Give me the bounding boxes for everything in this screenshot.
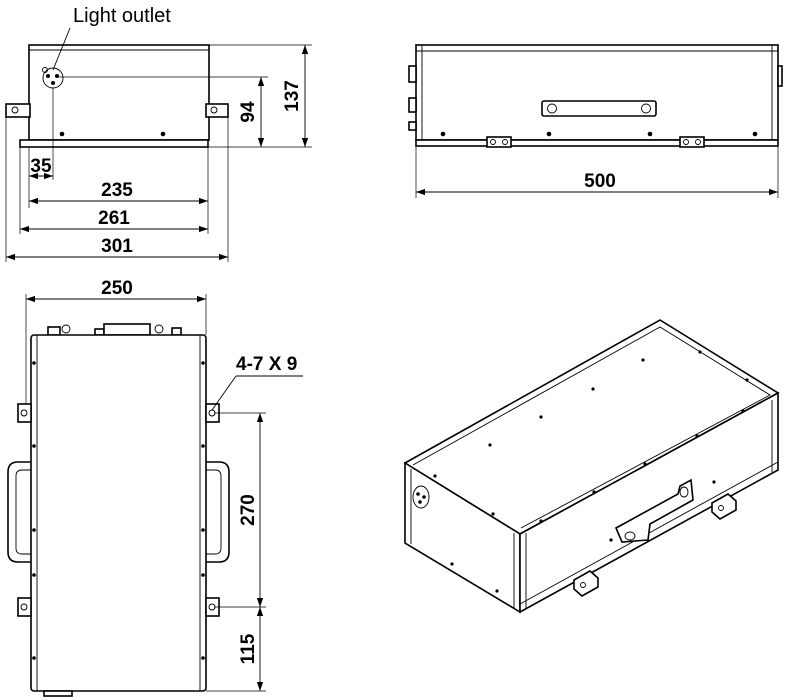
iso-foot [711, 493, 737, 520]
side-view-connector [408, 65, 417, 83]
side-view-connector [408, 97, 417, 113]
iso-light-outlet-icon [412, 485, 430, 509]
iso-foot [573, 570, 599, 597]
top-view-screws [32, 361, 205, 660]
outlet-center-mark [42, 67, 48, 73]
top-view-mount-foot [17, 403, 32, 423]
top-view-body [30, 334, 207, 692]
front-view-base-plate [19, 139, 209, 148]
front-view: Light outlet 137 94 35 235 261 301 [5, 5, 312, 262]
side-view-connector [408, 121, 417, 131]
front-view-right-foot [205, 103, 229, 118]
side-view-foot [486, 136, 512, 148]
dim-250-label: 250 [101, 278, 133, 299]
front-view-left-foot [5, 103, 31, 118]
dim-235-label: 235 [101, 180, 133, 201]
side-view: 500 [408, 44, 783, 198]
dim-137-label: 137 [282, 80, 303, 112]
dim-261-label: 261 [98, 208, 130, 229]
iso-top-screws [433, 350, 749, 593]
iso-side-face [519, 391, 779, 614]
mount-holes-leader [211, 375, 237, 411]
light-outlet-leader [52, 27, 71, 71]
iso-handle [614, 478, 694, 543]
front-view-screw [59, 131, 65, 137]
dim-94-label: 94 [238, 101, 259, 123]
top-view: 250 4-7 X 9 270 115 [7, 278, 303, 697]
light-outlet-label: Light outlet [73, 5, 171, 27]
dim-35-label: 35 [30, 156, 52, 177]
dim-500-label: 500 [584, 171, 616, 192]
side-view-handle [541, 100, 657, 117]
front-view-body [28, 44, 210, 141]
side-view-foot [679, 136, 705, 148]
side-view-body [415, 44, 779, 141]
top-view-handle [7, 461, 31, 563]
front-view-screw [160, 131, 166, 137]
dim-270-label: 270 [238, 494, 259, 526]
isometric-view [403, 319, 780, 614]
side-view-base [415, 139, 779, 147]
top-view-mount-foot [17, 597, 32, 617]
dim-115-label: 115 [238, 633, 259, 664]
dim-301-label: 301 [101, 236, 133, 257]
mount-holes-label: 4-7 X 9 [236, 354, 297, 375]
